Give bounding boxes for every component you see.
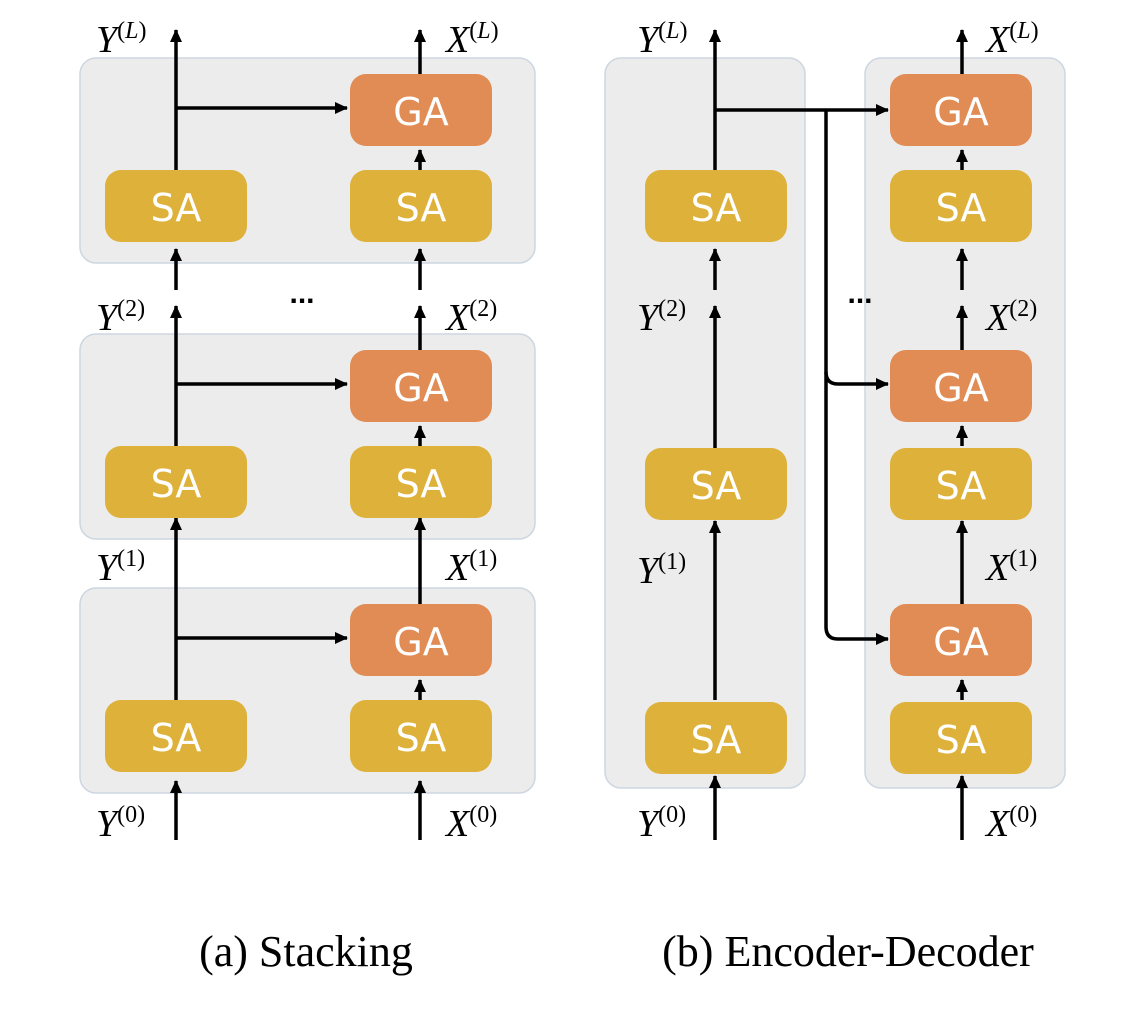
- encoder-label-y-L: Y(L): [637, 18, 688, 61]
- caption-stacking: (a) Stacking: [199, 927, 413, 976]
- stacking-label-y-L: Y(L): [96, 18, 147, 61]
- decoder-ga-middle-label: GA: [933, 366, 988, 410]
- stacking-sa-left-middle: [105, 446, 247, 518]
- stacking-ga-bottom-label: GA: [393, 620, 448, 664]
- decoder-sa-middle-label: SA: [936, 464, 987, 508]
- stacking-arrows: [170, 29, 426, 840]
- stacking-ga-top-label: GA: [393, 90, 448, 134]
- encoder-sa-middle: [645, 448, 787, 520]
- decoder-sa-bottom: [890, 702, 1032, 774]
- encoder-sa-top-label: SA: [691, 186, 742, 230]
- decoder-ga-bottom-label: GA: [933, 620, 988, 664]
- decoder-label-x-L: X(L): [984, 18, 1039, 61]
- encoder-decoder-arrows: [709, 29, 968, 840]
- stacking-label-y-0: Y(0): [96, 802, 145, 845]
- stacking-ga-middle: [350, 350, 492, 422]
- encoder-sa-top: [645, 170, 787, 242]
- stacking-sa-right-middle: [350, 446, 492, 518]
- decoder-ga-bottom: [890, 604, 1032, 676]
- decoder-sa-middle: [890, 448, 1032, 520]
- caption-encoder-decoder: (b) Encoder-Decoder: [662, 927, 1034, 976]
- stacking-sa-right-middle-label: SA: [396, 462, 447, 506]
- decoder-label-x-0: X(0): [984, 802, 1037, 845]
- decoder-ga-top: [890, 74, 1032, 146]
- decoder-sa-top: [890, 170, 1032, 242]
- stacking-ga-bottom: [350, 604, 492, 676]
- stacking-sa-right-bottom: [350, 700, 492, 772]
- stacking-diagram: SA SA GA SA SA GA SA SA GA ... Y(L) Y(2)…: [79, 18, 536, 976]
- stacking-ga-top: [350, 74, 492, 146]
- stacking-sa-left-middle-label: SA: [151, 462, 202, 506]
- decoder-sa-bottom-label: SA: [936, 718, 987, 762]
- stacking-sa-left-bottom: [105, 700, 247, 772]
- encoder-decoder-diagram: SA SA SA GA SA GA SA GA SA ... Y(L) Y(2)…: [604, 18, 1066, 976]
- stacking-label-x-1: X(1): [444, 546, 497, 589]
- stacking-label-x-2: X(2): [444, 296, 497, 339]
- decoder-label-x-1: X(1): [984, 546, 1037, 589]
- encoder-sa-bottom-label: SA: [691, 718, 742, 762]
- stacking-sa-right-top-label: SA: [396, 186, 447, 230]
- stacking-sa-left-bottom-label: SA: [151, 716, 202, 760]
- decoder-ga-middle: [890, 350, 1032, 422]
- decoder-sa-top-label: SA: [936, 186, 987, 230]
- stacking-sa-right-top: [350, 170, 492, 242]
- stacking-label-x-0: X(0): [444, 802, 497, 845]
- decoder-label-x-2: X(2): [984, 296, 1037, 339]
- encoder-sa-bottom: [645, 702, 787, 774]
- encoder-panel: [604, 57, 806, 789]
- stacking-sa-left-top: [105, 170, 247, 242]
- encoder-decoder-ellipsis: ...: [847, 277, 872, 310]
- encoder-sa-middle-label: SA: [691, 464, 742, 508]
- stacking-label-y-2: Y(2): [96, 296, 145, 339]
- stacking-sa-right-bottom-label: SA: [396, 716, 447, 760]
- stacking-label-x-L: X(L): [444, 18, 499, 61]
- encoder-label-y-2: Y(2): [637, 296, 686, 339]
- encoder-label-y-1: Y(1): [637, 549, 686, 592]
- stacking-ga-middle-label: GA: [393, 366, 448, 410]
- decoder-panel: [864, 57, 1066, 789]
- stacking-ellipsis: ...: [289, 277, 314, 310]
- stacking-sa-left-top-label: SA: [151, 186, 202, 230]
- decoder-ga-top-label: GA: [933, 90, 988, 134]
- encoder-label-y-0: Y(0): [637, 802, 686, 845]
- stacking-label-y-1: Y(1): [96, 546, 145, 589]
